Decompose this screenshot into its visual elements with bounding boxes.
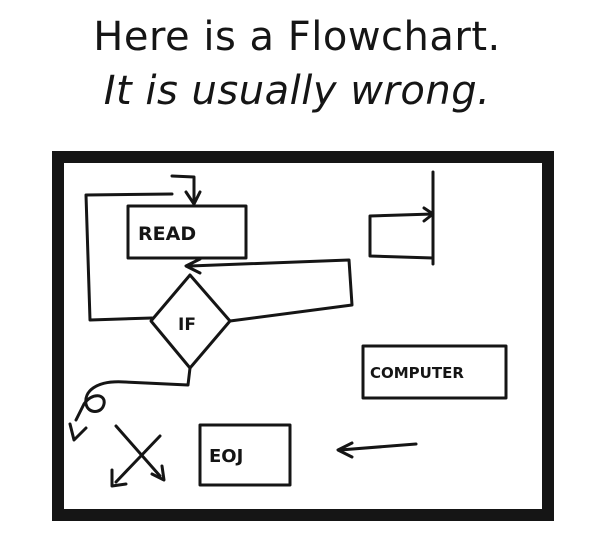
loop-right-line bbox=[188, 258, 354, 323]
cross-arrow-head-2-icon bbox=[110, 468, 128, 488]
read-label: READ bbox=[138, 223, 196, 245]
lone-arrow-head-icon bbox=[336, 441, 354, 459]
computer-label: COMPUTER bbox=[370, 364, 464, 382]
loop-right-arrow-icon bbox=[184, 257, 202, 275]
curly-line bbox=[74, 366, 192, 422]
caption-line-2: It is usually wrong. bbox=[103, 68, 491, 114]
eoj-label: EOJ bbox=[209, 446, 243, 467]
upper-right-arrow-icon bbox=[422, 206, 435, 223]
if-label: IF bbox=[178, 315, 196, 335]
panel-border bbox=[52, 151, 554, 521]
loop-left-line bbox=[84, 192, 174, 322]
computer-box bbox=[361, 344, 508, 400]
cross-arrow-line-2 bbox=[114, 434, 162, 484]
cross-arrow-line-1 bbox=[114, 424, 162, 478]
cross-arrow-head-1-icon bbox=[150, 464, 166, 482]
lone-arrow-line bbox=[338, 442, 418, 452]
read-box bbox=[126, 204, 248, 260]
upper-right-open-box bbox=[368, 212, 435, 260]
read-entry-arrow-icon bbox=[184, 190, 202, 206]
curly-arrow-icon bbox=[68, 422, 88, 442]
caption-line-1: Here is a Flowchart. bbox=[93, 14, 501, 60]
eoj-box bbox=[198, 423, 292, 487]
read-entry-line bbox=[170, 174, 196, 203]
